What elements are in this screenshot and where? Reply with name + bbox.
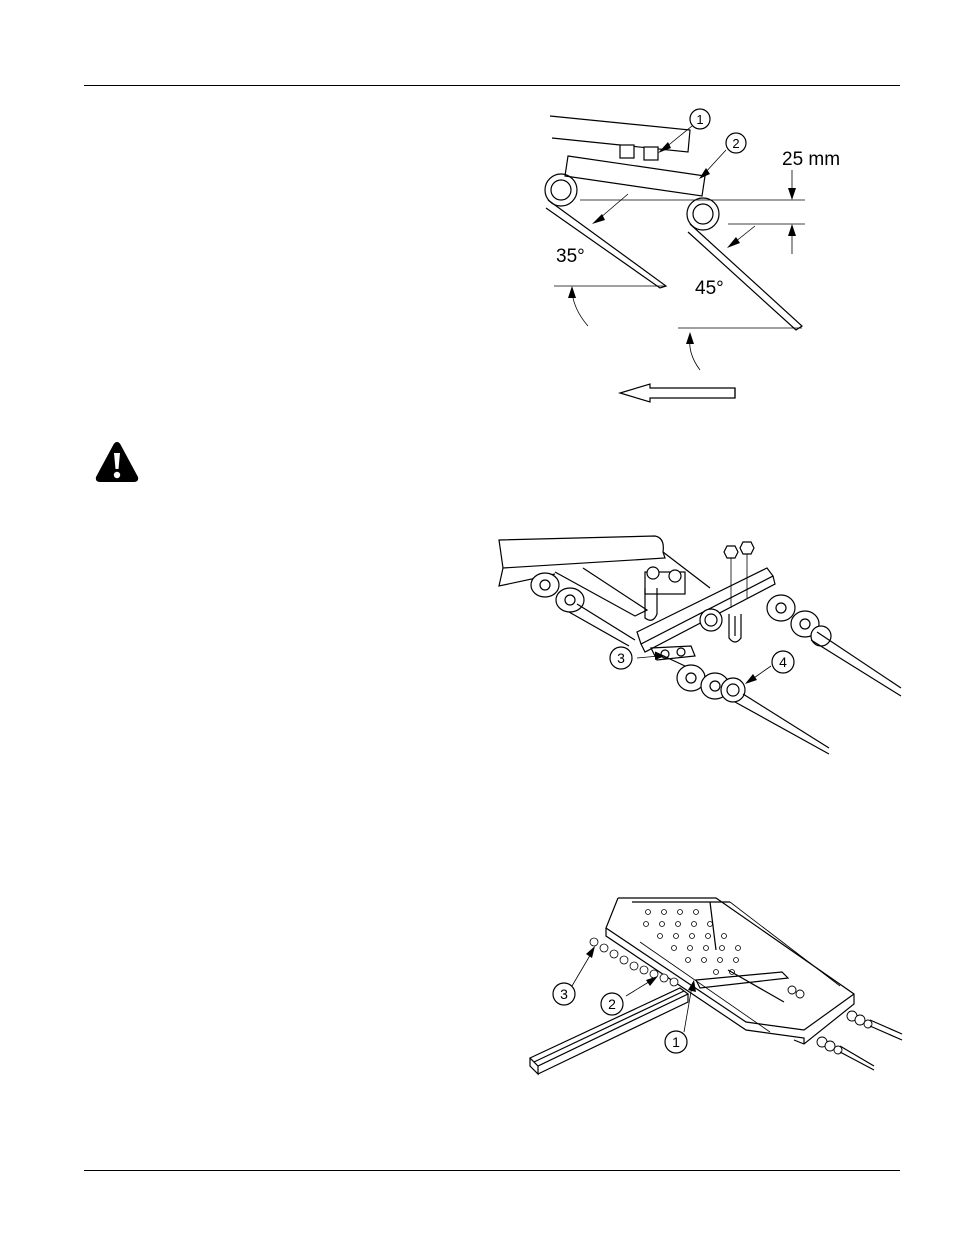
figure-harrow-section: 3 2 1 — [520, 890, 910, 1085]
figure-spring-mount: 3 4 — [495, 528, 915, 760]
figure-tine-angle: 1 2 25 mm 35° 45° — [540, 108, 870, 408]
warning-triangle-icon — [94, 440, 140, 484]
callout-1: 1 — [696, 112, 703, 127]
angle-left-label: 35° — [556, 246, 585, 267]
callout-1: 1 — [672, 1034, 680, 1050]
callout-2: 2 — [732, 136, 739, 151]
footer-rule — [84, 1170, 900, 1171]
callout-3: 3 — [560, 986, 568, 1002]
callout-4: 4 — [779, 654, 787, 670]
callout-3: 3 — [617, 650, 625, 666]
dimension-label: 25 mm — [782, 149, 840, 170]
angle-right-label: 45° — [695, 278, 724, 299]
callout-2: 2 — [608, 996, 616, 1012]
header-rule — [84, 85, 900, 86]
